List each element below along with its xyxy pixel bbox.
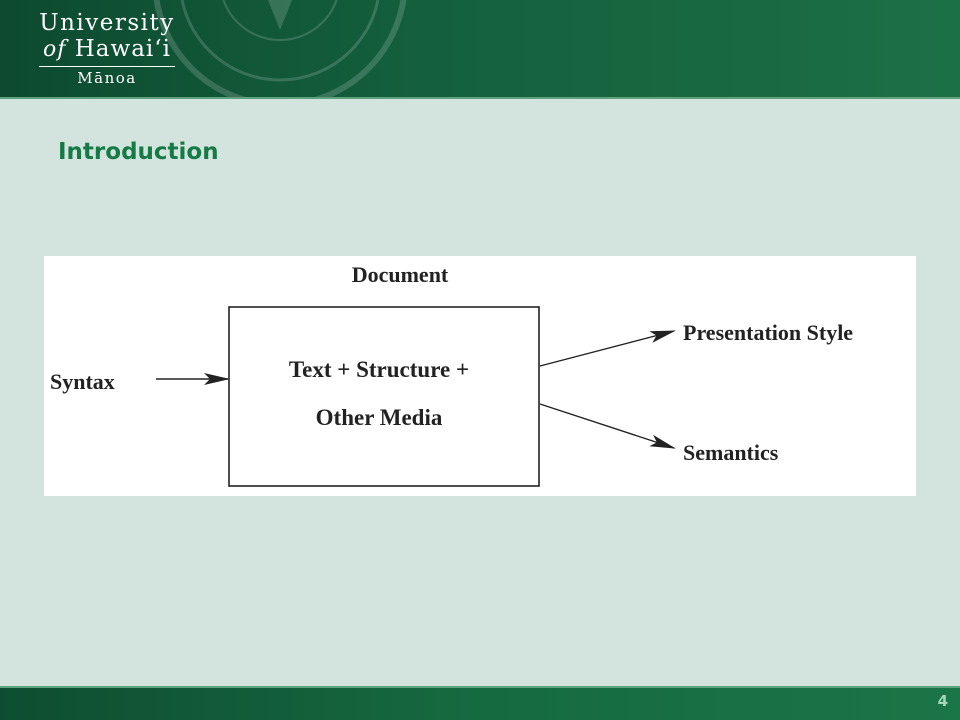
- logo-university: University: [39, 10, 175, 36]
- header-bar: University of Hawaiʻi Mānoa: [0, 0, 960, 99]
- logo-rule: [39, 66, 175, 67]
- box-line-1: Text + Structure +: [289, 357, 469, 382]
- logo-manoa: Mānoa: [77, 69, 137, 87]
- footer-bar: 4: [0, 686, 960, 720]
- document-diagram: Document Text + Structure + Other Media …: [50, 262, 853, 487]
- footer-divider: [0, 686, 960, 688]
- output-arrow-top: [539, 330, 676, 367]
- header-divider: [0, 97, 960, 99]
- seal-watermark: [153, 0, 407, 99]
- university-logo: University of Hawaiʻi Mānoa: [22, 8, 192, 94]
- box-line-2: Other Media: [316, 405, 443, 430]
- logo-of: of: [43, 37, 67, 62]
- logo-hawaii: of Hawaiʻi: [22, 36, 192, 63]
- document-box: [228, 306, 540, 487]
- output-label-semantics: Semantics: [683, 440, 779, 465]
- slide-title: Introduction: [58, 139, 219, 165]
- page-number: 4: [937, 692, 948, 710]
- diagram-panel: Document Text + Structure + Other Media …: [44, 256, 916, 496]
- diagram-title: Document: [352, 262, 449, 287]
- input-label-syntax: Syntax: [50, 369, 115, 394]
- output-arrow-bottom: [539, 403, 676, 449]
- output-label-presentation: Presentation Style: [683, 320, 853, 345]
- logo-hawaii-name: Hawaiʻi: [74, 36, 171, 62]
